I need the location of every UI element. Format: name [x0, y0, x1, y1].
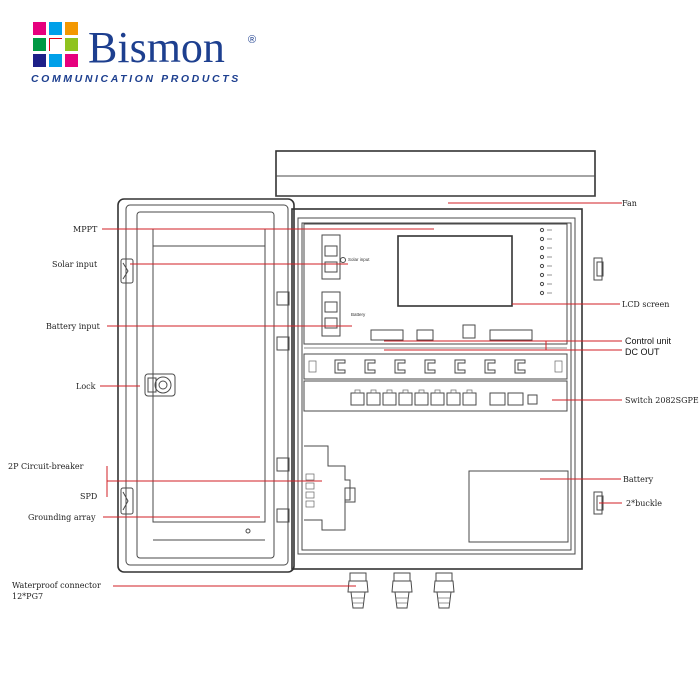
status-led [539, 245, 545, 251]
label-mppt: MPPT [73, 225, 98, 234]
switch-port [430, 392, 445, 406]
brand-name: Bismon [88, 23, 225, 72]
logo-mark-icon [33, 22, 78, 67]
label-buckle: 2*buckle [626, 499, 662, 508]
dc-out-socket [514, 359, 526, 374]
spd-breaker-unit [304, 445, 356, 531]
switch-port [446, 392, 461, 406]
logo-tile [49, 22, 62, 35]
callout-labels: Fan MPPT Solar input LCD screen Battery … [8, 199, 699, 601]
logo-tile [33, 54, 46, 67]
logo-tile [65, 54, 78, 67]
switch-port [462, 392, 477, 406]
status-led [539, 263, 545, 269]
lock-icon [144, 373, 176, 397]
label-spd: SPD [80, 492, 97, 501]
dc-out-socket [454, 359, 466, 374]
right-buckle-top [593, 257, 604, 281]
dc-out-socket [334, 359, 346, 374]
status-indicators [539, 227, 552, 296]
dc-out-socket [424, 359, 436, 374]
status-led [539, 227, 545, 233]
label-switch: Switch 2082SGPE [625, 396, 699, 405]
sfp-port [507, 392, 524, 406]
switch-port [350, 392, 365, 406]
dc-out-socket [394, 359, 406, 374]
dc-out-socket [364, 359, 376, 374]
switch-port [398, 392, 413, 406]
control-unit-panel: Solar input Battery [303, 223, 568, 349]
cabinet-door [117, 198, 295, 573]
logo-tile-center [50, 39, 62, 51]
waterproof-connectors [347, 572, 455, 609]
label-lcd-screen: LCD screen [622, 300, 669, 309]
label-lock: Lock [76, 382, 96, 391]
label-battery-input: Battery input [46, 322, 101, 331]
brand-tagline: COMMUNICATION PRODUCTS [31, 73, 241, 85]
label-circuit-breaker: 2P Circuit-breaker [8, 462, 84, 471]
panel-battery-label: Battery [351, 312, 366, 317]
hinge-lower [276, 457, 290, 523]
status-led [539, 236, 545, 242]
hinge-upper [276, 291, 290, 351]
label-dc-out: DC OUT [625, 347, 660, 357]
brand-logo: Bismon ® COMMUNICATION PRODUCTS [31, 22, 256, 85]
pg7-gland-icon [347, 572, 369, 609]
console-port [527, 394, 538, 405]
pg7-gland-icon [391, 572, 413, 609]
status-led [539, 290, 545, 296]
switch-port [382, 392, 397, 406]
label-solar-input: Solar input [52, 260, 98, 269]
label-waterproof-connector: Waterproof connector [12, 581, 101, 590]
sfp-port [489, 392, 506, 406]
switch-2082sgpe [303, 380, 568, 412]
cabinet-body [291, 208, 583, 570]
logo-tile [33, 22, 46, 35]
battery-box [468, 470, 569, 543]
dc-out-socket [484, 359, 496, 374]
label-battery: Battery [623, 475, 654, 484]
dc-out-rail [303, 353, 568, 380]
label-fan: Fan [622, 199, 637, 208]
door-latch-top [120, 258, 134, 284]
leader-lines [100, 202, 622, 587]
logo-tile [65, 38, 78, 51]
switch-port [366, 392, 381, 406]
switch-port [414, 392, 429, 406]
brand-registered-mark: ® [248, 34, 256, 46]
label-grounding-array: Grounding array [28, 513, 96, 522]
status-led [539, 281, 545, 287]
label-control-unit: Control unit [625, 336, 672, 346]
fan-housing [275, 150, 596, 197]
door-latch-bottom [120, 487, 134, 515]
lcd-screen [397, 235, 513, 307]
status-led [539, 272, 545, 278]
logo-tile [33, 38, 46, 51]
panel-solar-input-label: Solar input [348, 257, 370, 262]
status-led [539, 254, 545, 260]
pg7-gland-icon [433, 572, 455, 609]
logo-tile [65, 22, 78, 35]
logo-tile [49, 54, 62, 67]
label-waterproof-spec: 12*PG7 [12, 592, 43, 601]
